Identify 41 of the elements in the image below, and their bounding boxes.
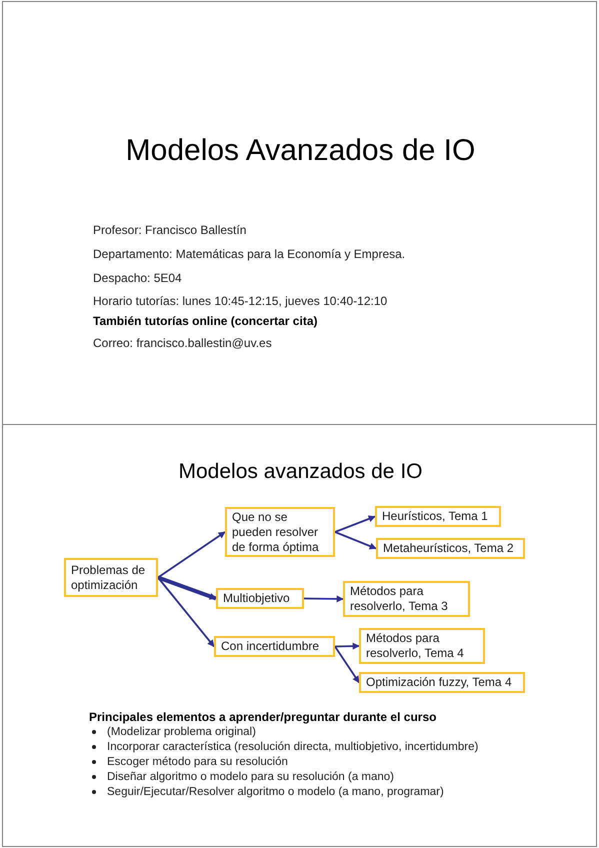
topic-box — [225, 507, 335, 557]
arrow — [304, 595, 344, 602]
arrow — [334, 531, 377, 550]
topic-box — [359, 672, 525, 693]
slide-title: Modelos avanzados de IO — [178, 458, 424, 484]
topic-box — [216, 588, 304, 609]
info-line: Despacho: 5E04 — [93, 271, 182, 285]
slide-title: Modelos Avanzados de IO — [124, 133, 476, 169]
arrow — [334, 642, 360, 650]
slide-frame — [2, 1, 597, 425]
arrow — [334, 516, 376, 533]
slide-frame — [2, 424, 597, 847]
topic-box — [375, 506, 501, 527]
bullet-item: (Modelizar problema original) — [107, 725, 256, 739]
topic-label: Con incertidumbre — [221, 639, 320, 654]
bullet-item: Diseñar algoritmo o modelo para su resolución (a mano) — [107, 770, 394, 784]
bullet-item: Incorporar característica (resolución directa, multiobjetivo, incertidumbre) — [107, 740, 478, 754]
arrow — [158, 531, 226, 578]
bullet-item: Escoger método para su resolución — [107, 755, 288, 769]
topic-box — [359, 628, 485, 664]
topic-box — [64, 558, 158, 597]
bullet-item: Seguir/Ejecutar/Resolver algoritmo o modelo (a mano, programar) — [107, 785, 444, 799]
topic-label: Metaheurísticos, Tema 2 — [383, 541, 515, 556]
topic-label: Problemas de optimización — [71, 562, 146, 592]
topic-box — [214, 636, 335, 657]
arrow — [334, 646, 360, 684]
note-heading: También tutorías online (concertar cita) — [93, 314, 318, 328]
arrow — [157, 576, 217, 600]
info-line: Horario tutorías: lunes 10:45-12:15, jueves 10:40-12:10 — [93, 294, 388, 308]
topic-label: Métodos para resolverlo, Tema 3 — [350, 584, 449, 614]
topic-label: Optimización fuzzy, Tema 4 — [366, 675, 513, 690]
topic-label: Multiobjetivo — [223, 591, 291, 606]
info-line: Profesor: Francisco Ballestín — [93, 223, 246, 237]
note-heading: Principales elementos a aprender/preguntar durante el curso — [89, 710, 436, 724]
info-line: Departamento: Matemáticas para la Economía y Empresa. — [93, 247, 406, 261]
topic-label: Heurísticos, Tema 1 — [382, 509, 489, 524]
topic-label: Métodos para resolverlo, Tema 4 — [366, 631, 465, 661]
topic-box — [376, 538, 525, 559]
info-line: Correo: francisco.ballestin@uv.es — [93, 336, 272, 350]
topic-box — [343, 581, 470, 617]
topic-label: Que no se pueden resolver de forma óptima — [232, 510, 320, 554]
